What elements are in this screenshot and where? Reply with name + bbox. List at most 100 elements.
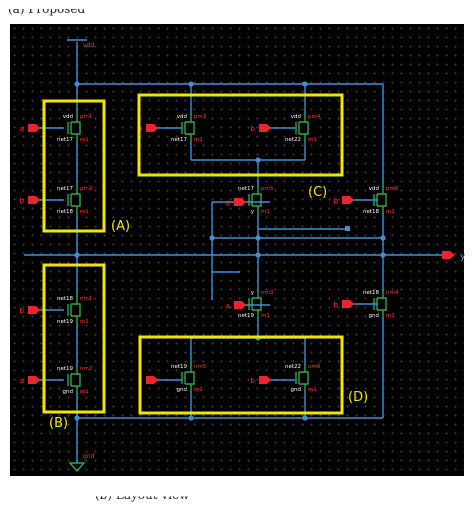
transistor-bulk-label: m1	[80, 319, 89, 325]
transistor-model-label: pm2	[80, 186, 92, 192]
gnd-label: gnd	[83, 453, 95, 460]
transistor-t5[interactable]: vdd pm3 net17 m1	[171, 113, 207, 143]
block-a-box	[42, 99, 106, 233]
block-d-label: (D)	[348, 390, 368, 405]
input-pin-b[interactable]: b	[334, 196, 378, 205]
block-a-label: (A)	[111, 219, 130, 234]
block-d-box	[138, 335, 344, 415]
pin-label: b	[251, 125, 256, 133]
transistor-bulk-label: m1	[194, 387, 203, 393]
transistor-model-label: pm6	[386, 186, 399, 192]
transistor-net-label: net17	[57, 137, 74, 143]
transistor-net-label: net17	[171, 137, 188, 143]
transistor-model-label: nm2	[80, 366, 92, 372]
input-pin-a[interactable]: a	[20, 124, 64, 133]
transistor-model-label: nm5	[194, 364, 207, 370]
output-pin[interactable]: y	[442, 251, 466, 262]
pin-label: a	[226, 199, 230, 207]
transistor-model-label: nm4	[386, 290, 399, 296]
highlight-boxes	[42, 93, 344, 415]
input-pin-a[interactable]: a	[20, 376, 64, 385]
transistor-bulk-label: m1	[261, 209, 270, 215]
transistor-bulk-label: m1	[80, 209, 89, 215]
vdd-supply: vdd	[83, 42, 94, 49]
wire-junctions	[74, 81, 386, 421]
input-pin-a[interactable]: a	[226, 301, 270, 310]
pin-arrow-icon	[259, 376, 271, 384]
transistor-bulk-label: m1	[80, 137, 89, 143]
transistor-top-label: net18	[57, 296, 74, 302]
pin-arrow-icon	[234, 198, 246, 206]
transistor-top-label: net17	[57, 186, 74, 192]
transistor-bulk-label: m1	[386, 313, 395, 319]
transistor-net-label: net19	[57, 319, 74, 325]
transistor-bulk-label: m1	[308, 387, 317, 393]
block-c-label: (C)	[308, 185, 327, 200]
transistor-bulk-label: m1	[194, 137, 203, 143]
transistor-top-label: net22	[285, 364, 301, 370]
input-pin-b[interactable]: b	[251, 124, 295, 133]
pin-label: a	[20, 125, 24, 133]
transistor-model-label: nm1	[80, 296, 92, 302]
transistor-top-label: net19	[57, 366, 74, 372]
transistor-bulk-label: m1	[386, 209, 395, 215]
transistor-net-label: gnd	[291, 387, 301, 393]
transistor-net-label: gnd	[177, 387, 187, 393]
pin-label: b	[20, 197, 25, 205]
transistor-model-label: pm1	[80, 114, 92, 120]
block-b-label: (B)	[49, 416, 68, 431]
input-pin-a[interactable]: a	[138, 124, 182, 133]
pin-label: b	[334, 301, 339, 309]
wire-node	[345, 226, 350, 231]
transistor-t3[interactable]: net18 nm1 net19 m1	[57, 295, 92, 325]
pin-arrow-icon	[342, 300, 354, 308]
block-c-box	[137, 93, 344, 177]
transistor-top-label: net19	[171, 364, 188, 370]
output-y-label: y	[460, 252, 466, 262]
transistor-t11[interactable]: net19 nm5 gnd m1	[171, 363, 207, 393]
input-pin-a[interactable]: a	[226, 198, 270, 207]
pin-arrow-icon	[146, 376, 158, 384]
transistor-top-label: vdd	[177, 114, 187, 120]
pin-arrow-icon	[28, 124, 40, 132]
transistor-model-label: pm3	[194, 114, 207, 120]
input-pin-a[interactable]: a	[138, 376, 182, 385]
transistor-net-label: net18	[57, 209, 74, 215]
wiring	[24, 39, 448, 463]
transistor-bulk-label: m1	[308, 137, 317, 143]
transistor-model-label: nm3	[261, 290, 274, 296]
pin-arrow-icon	[259, 124, 271, 132]
pin-label: b	[20, 307, 25, 315]
transistor-top-label: y	[251, 290, 255, 296]
transistor-t2[interactable]: net17 pm2 net18 m1	[57, 185, 92, 215]
input-pin-b[interactable]: b	[334, 300, 378, 309]
pin-arrow-icon	[28, 306, 40, 314]
block-b-box	[42, 263, 106, 414]
transistor-top-label: net17	[238, 186, 255, 192]
transistor-top-label: vdd	[369, 186, 379, 192]
gnd-supply: gnd	[68, 453, 95, 473]
input-pin-b[interactable]: b	[251, 376, 295, 385]
input-pin-b[interactable]: b	[20, 196, 64, 205]
transistor-model-label: pm4	[308, 114, 321, 120]
transistor-model-label: pm5	[261, 186, 274, 192]
transistor-top-label: vdd	[291, 114, 301, 120]
pin-label: a	[226, 302, 230, 310]
transistor-t12[interactable]: net22 nm6 gnd m1	[285, 363, 321, 393]
pin-arrow-icon	[342, 196, 354, 204]
output-arrow-icon	[442, 251, 455, 259]
transistor-top-label: net18	[363, 290, 380, 296]
input-pin-b[interactable]: b	[20, 306, 64, 315]
pin-arrow-icon	[28, 376, 40, 384]
schematic-canvas	[10, 24, 464, 476]
pin-arrow-icon	[146, 124, 158, 132]
pin-arrow-icon	[28, 196, 40, 204]
transistor-model-label: nm6	[308, 364, 321, 370]
